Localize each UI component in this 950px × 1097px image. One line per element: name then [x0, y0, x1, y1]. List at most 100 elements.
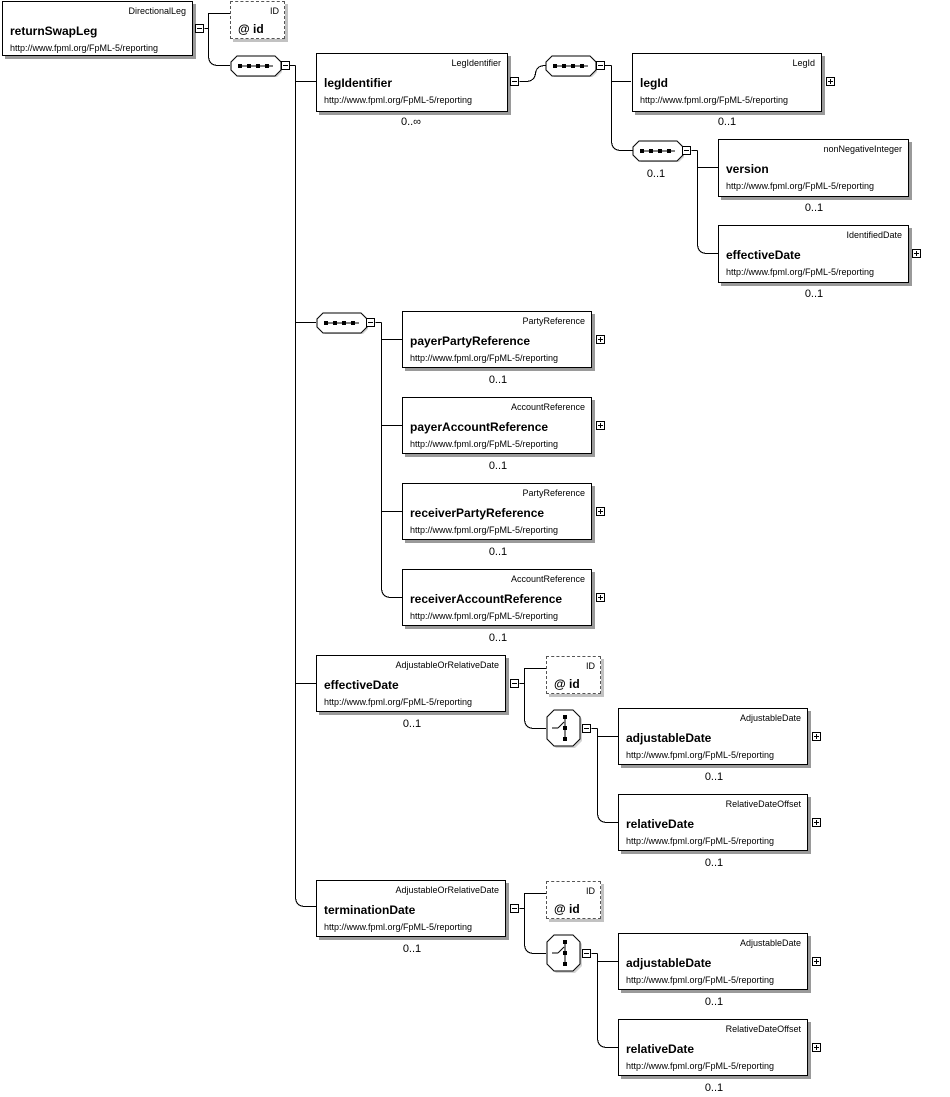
attribute-id[interactable]: ID @ id	[546, 656, 601, 694]
occurrence-label: 0..1	[704, 996, 724, 1008]
collapse-icon[interactable]	[281, 61, 290, 70]
occurrence-label: 0..1	[717, 116, 737, 128]
namespace-label: http://www.fpml.org/FpML-5/reporting	[626, 1061, 775, 1071]
element-name: effectiveDate	[324, 678, 399, 692]
namespace-label: http://www.fpml.org/FpML-5/reporting	[410, 439, 559, 449]
element-effectiveDate[interactable]: AdjustableOrRelativeDate effectiveDate h…	[316, 655, 506, 712]
element-name: relativeDate	[626, 1042, 695, 1056]
element-legIdentifier[interactable]: LegIdentifier legIdentifier http://www.f…	[316, 53, 508, 112]
expand-icon[interactable]	[912, 249, 921, 258]
occurrence-label: 0..∞	[400, 116, 422, 128]
namespace-label: http://www.fpml.org/FpML-5/reporting	[410, 353, 559, 363]
element-name: version	[726, 162, 769, 176]
type-label: LegIdentifier	[451, 58, 501, 68]
choice-compositor-icon[interactable]	[546, 709, 582, 749]
namespace-label: http://www.fpml.org/FpML-5/reporting	[324, 697, 473, 707]
type-label: RelativeDateOffset	[725, 1024, 801, 1034]
type-label: AccountReference	[510, 402, 585, 412]
element-name: legIdentifier	[324, 76, 393, 90]
collapse-icon[interactable]	[596, 61, 605, 70]
type-label: PartyReference	[522, 316, 585, 326]
sequence-compositor-icon[interactable]	[632, 140, 684, 162]
element-effectiveDate-identified[interactable]: IdentifiedDate effectiveDate http://www.…	[718, 225, 909, 283]
element-version[interactable]: nonNegativeInteger version http://www.fp…	[718, 139, 909, 197]
element-receiverAccountReference[interactable]: AccountReference receiverAccountReferenc…	[402, 569, 592, 626]
element-payerPartyReference[interactable]: PartyReference payerPartyReference http:…	[402, 311, 592, 368]
namespace-label: http://www.fpml.org/FpML-5/reporting	[324, 95, 473, 105]
element-relativeDate[interactable]: RelativeDateOffset relativeDate http://w…	[618, 1019, 808, 1076]
attribute-name: @ id	[554, 677, 580, 691]
element-legId[interactable]: LegId legId http://www.fpml.org/FpML-5/r…	[632, 53, 822, 112]
occurrence-label: 0..1	[804, 202, 824, 214]
expand-icon[interactable]	[812, 957, 821, 966]
namespace-label: http://www.fpml.org/FpML-5/reporting	[626, 975, 775, 985]
element-name: receiverAccountReference	[410, 592, 563, 606]
collapse-icon[interactable]	[682, 146, 691, 155]
expand-icon[interactable]	[812, 732, 821, 741]
attribute-id[interactable]: ID @ id	[230, 1, 285, 39]
type-label: DirectionalLeg	[128, 6, 186, 16]
type-label: AdjustableOrRelativeDate	[395, 885, 499, 895]
attribute-name: @ id	[238, 22, 264, 36]
collapse-icon[interactable]	[510, 904, 519, 913]
occurrence-label: 0..1	[488, 546, 508, 558]
sequence-compositor-icon[interactable]	[545, 55, 597, 77]
element-adjustableDate[interactable]: AdjustableDate adjustableDate http://www…	[618, 708, 808, 765]
element-name: terminationDate	[324, 903, 416, 917]
type-label: PartyReference	[522, 488, 585, 498]
element-adjustableDate[interactable]: AdjustableDate adjustableDate http://www…	[618, 933, 808, 990]
element-relativeDate[interactable]: RelativeDateOffset relativeDate http://w…	[618, 794, 808, 851]
expand-icon[interactable]	[826, 77, 835, 86]
expand-icon[interactable]	[596, 421, 605, 430]
type-label: ID	[270, 6, 279, 16]
occurrence-label: 0..1	[704, 857, 724, 869]
namespace-label: http://www.fpml.org/FpML-5/reporting	[410, 611, 559, 621]
sequence-compositor-icon[interactable]	[230, 55, 282, 77]
expand-icon[interactable]	[596, 593, 605, 602]
occurrence-label: 0..1	[704, 1082, 724, 1094]
namespace-label: http://www.fpml.org/FpML-5/reporting	[640, 95, 789, 105]
element-name: effectiveDate	[726, 248, 801, 262]
occurrence-label: 0..1	[488, 460, 508, 472]
type-label: AdjustableOrRelativeDate	[395, 660, 499, 670]
namespace-label: http://www.fpml.org/FpML-5/reporting	[726, 267, 875, 277]
element-name: adjustableDate	[626, 956, 712, 970]
namespace-label: http://www.fpml.org/FpML-5/reporting	[410, 525, 559, 535]
element-name: receiverPartyReference	[410, 506, 545, 520]
choice-compositor-icon[interactable]	[546, 934, 582, 974]
namespace-label: http://www.fpml.org/FpML-5/reporting	[324, 922, 473, 932]
collapse-icon[interactable]	[366, 318, 375, 327]
expand-icon[interactable]	[812, 818, 821, 827]
type-label: ID	[586, 886, 595, 896]
occurrence-label: 0..1	[402, 943, 422, 955]
collapse-icon[interactable]	[195, 24, 204, 33]
namespace-label: http://www.fpml.org/FpML-5/reporting	[10, 43, 159, 53]
element-terminationDate[interactable]: AdjustableOrRelativeDate terminationDate…	[316, 880, 506, 937]
collapse-icon[interactable]	[510, 77, 519, 86]
attribute-id[interactable]: ID @ id	[546, 881, 601, 919]
namespace-label: http://www.fpml.org/FpML-5/reporting	[726, 181, 875, 191]
expand-icon[interactable]	[596, 335, 605, 344]
sequence-compositor-icon[interactable]	[316, 312, 368, 334]
element-name: returnSwapLeg	[10, 24, 98, 38]
occurrence-label: 0..1	[646, 168, 666, 180]
type-label: RelativeDateOffset	[725, 799, 801, 809]
occurrence-label: 0..1	[804, 288, 824, 300]
expand-icon[interactable]	[812, 1043, 821, 1052]
expand-icon[interactable]	[596, 507, 605, 516]
element-returnSwapLeg[interactable]: DirectionalLeg returnSwapLeg http://www.…	[2, 1, 193, 56]
collapse-icon[interactable]	[582, 949, 591, 958]
type-label: IdentifiedDate	[846, 230, 902, 240]
element-payerAccountReference[interactable]: AccountReference payerAccountReference h…	[402, 397, 592, 454]
namespace-label: http://www.fpml.org/FpML-5/reporting	[626, 836, 775, 846]
element-name: adjustableDate	[626, 731, 712, 745]
element-receiverPartyReference[interactable]: PartyReference receiverPartyReference ht…	[402, 483, 592, 540]
collapse-icon[interactable]	[510, 679, 519, 688]
type-label: AdjustableDate	[739, 938, 801, 948]
occurrence-label: 0..1	[488, 374, 508, 386]
type-label: nonNegativeInteger	[823, 144, 902, 154]
type-label: LegId	[792, 58, 815, 68]
collapse-icon[interactable]	[582, 724, 591, 733]
attribute-name: @ id	[554, 902, 580, 916]
